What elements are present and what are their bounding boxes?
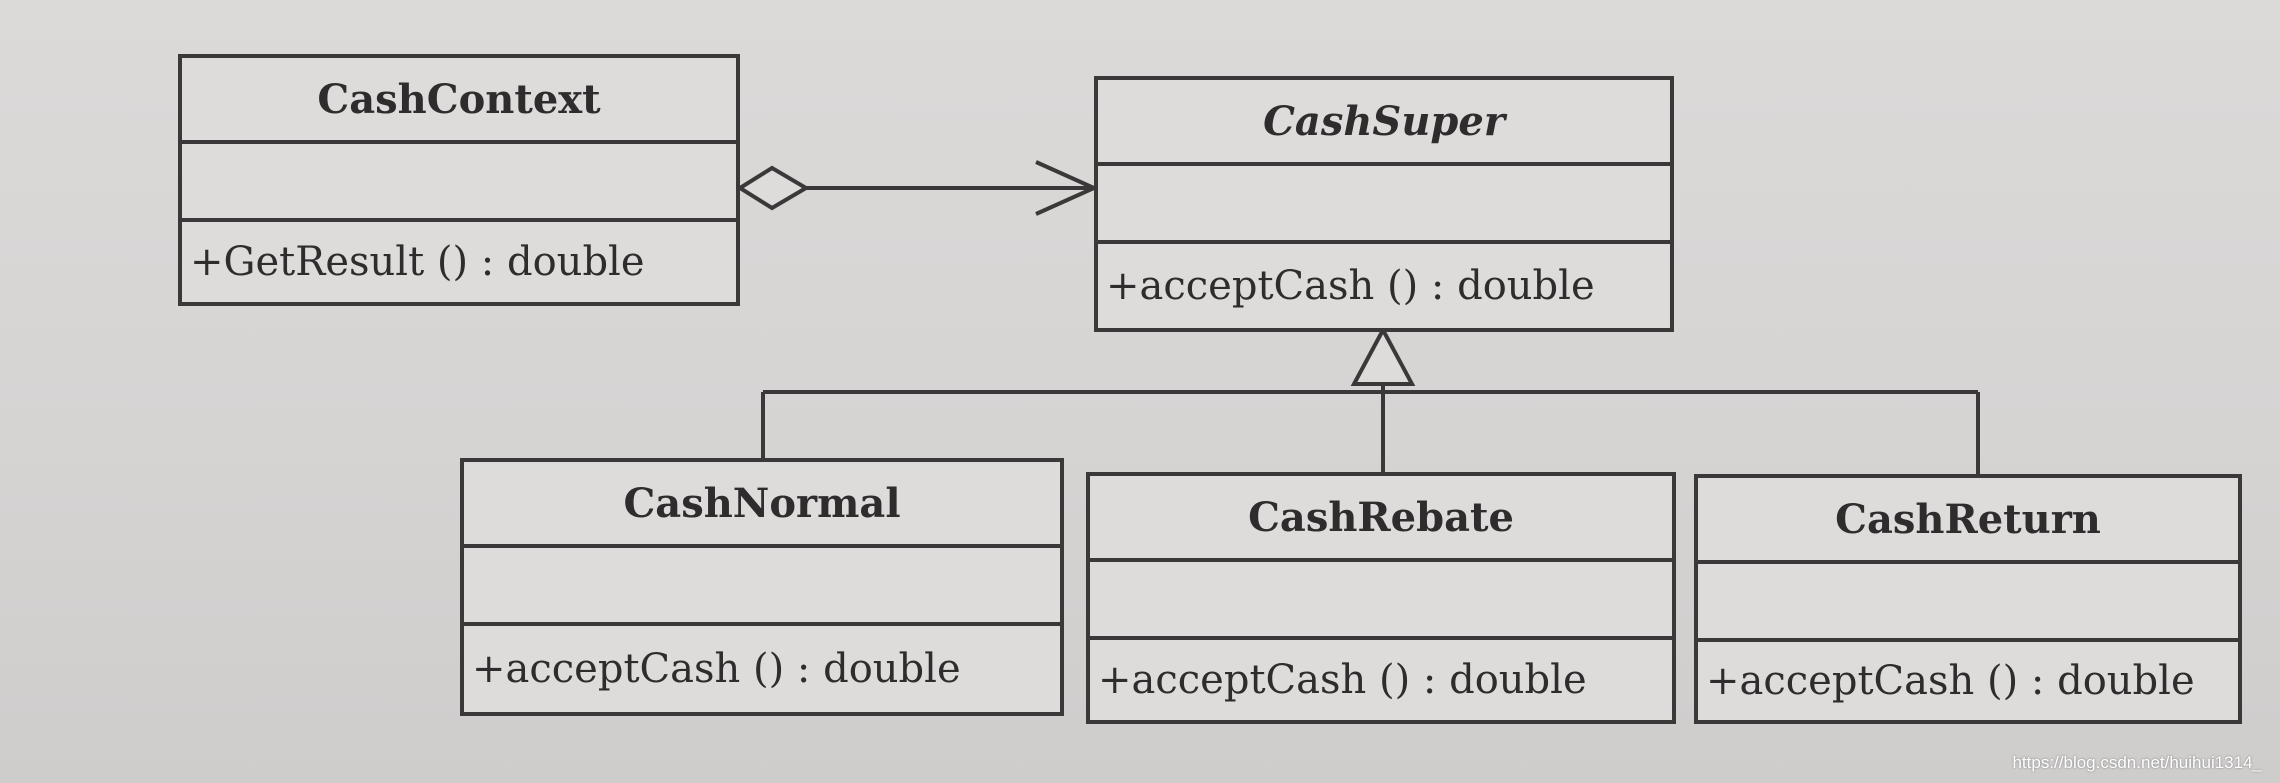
- class-cashsuper: CashSuper +acceptCash () : double: [1094, 76, 1674, 332]
- class-attributes: [1098, 166, 1670, 244]
- class-cashnormal: CashNormal +acceptCash () : double: [460, 458, 1064, 716]
- class-attributes: [182, 144, 736, 222]
- class-operation: +acceptCash () : double: [1098, 657, 1587, 703]
- class-attributes: [464, 548, 1060, 626]
- class-name: CashNormal: [464, 462, 1060, 548]
- class-attributes: [1698, 564, 2238, 642]
- class-name: CashContext: [182, 58, 736, 144]
- aggregation-connector: [736, 160, 1099, 216]
- class-name: CashReturn: [1698, 478, 2238, 564]
- class-name: CashSuper: [1098, 80, 1670, 166]
- class-operation: +acceptCash () : double: [1106, 263, 1595, 309]
- class-operation: +GetResult () : double: [190, 239, 645, 285]
- generalization-triangle: [1350, 325, 1416, 386]
- watermark-text: https://blog.csdn.net/huihui1314_: [2012, 753, 2262, 772]
- class-cashreturn: CashReturn +acceptCash () : double: [1694, 474, 2242, 724]
- aggregation-diamond: [736, 165, 810, 211]
- class-operation: +acceptCash () : double: [1706, 658, 2195, 704]
- class-cashcontext: CashContext +GetResult () : double: [178, 54, 740, 306]
- class-operation: +acceptCash () : double: [472, 646, 961, 692]
- class-attributes: [1090, 562, 1672, 640]
- generalization-connector: [761, 325, 1980, 474]
- class-name: CashRebate: [1090, 476, 1672, 562]
- class-cashrebate: CashRebate +acceptCash () : double: [1086, 472, 1676, 724]
